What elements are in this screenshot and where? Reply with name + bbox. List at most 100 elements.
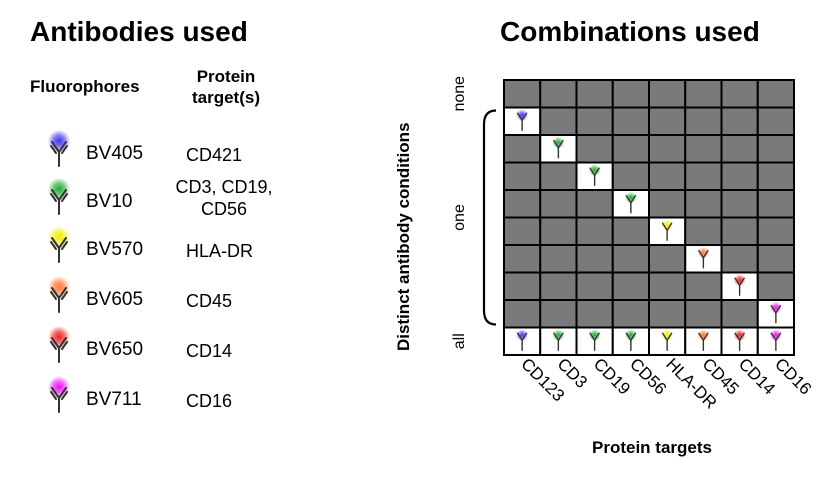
fluorophore-glow-icon (697, 329, 710, 342)
combinations-title: Combinations used (500, 16, 760, 47)
matrix-cell (539, 299, 578, 329)
fluorophore-name: BV10 (86, 191, 133, 212)
fluorophore-glow-icon (588, 329, 601, 342)
matrix-cell (684, 79, 723, 109)
antibody-icon (50, 337, 68, 363)
fluorophore-glow-icon (552, 136, 565, 149)
fluorophore-glow-icon (48, 326, 70, 348)
protein-target-label: HLA-DR (186, 241, 254, 261)
matrix-cell (756, 79, 795, 109)
fluorophore-glow-icon (48, 276, 70, 298)
matrix-cell (756, 106, 795, 136)
row-group-label: all (451, 333, 468, 349)
matrix-cell (539, 106, 578, 136)
antibody-icon (770, 305, 782, 324)
protein-targets-header-line2: target(s) (191, 88, 260, 107)
antibody-icon (734, 277, 745, 296)
matrix-cell (503, 189, 542, 219)
matrix-cell (720, 216, 759, 246)
matrix-cell (503, 79, 542, 109)
matrix-cell (720, 79, 759, 109)
protein-targets-header-line1: Protein (196, 67, 256, 86)
row-group-label: one (451, 204, 468, 231)
fluorophore-glow-icon (48, 376, 70, 398)
antibody-icon (661, 332, 673, 351)
matrix-cell (720, 134, 759, 164)
matrix-cell (684, 161, 723, 191)
matrix-cell (611, 244, 650, 274)
matrix-cell (684, 299, 723, 329)
fluorophore-glow-icon (769, 329, 782, 342)
matrix-cell (684, 216, 723, 246)
fluorophore-name: BV650 (86, 339, 144, 360)
antibody-icon (770, 332, 782, 351)
antibody-icon (589, 167, 600, 186)
matrix-cell (575, 79, 614, 109)
fluorophore-glow-icon (48, 226, 70, 248)
matrix-cell (539, 189, 578, 219)
fluorophore-glow-icon (48, 130, 70, 152)
matrix-cell (575, 299, 614, 329)
y-axis-label: Distinct antibody conditions (394, 122, 413, 351)
matrix-cell (575, 271, 614, 301)
matrix-cell (503, 271, 542, 301)
x-axis-label: Protein targets (592, 438, 712, 457)
matrix-cell (756, 271, 795, 301)
antibody-icon (50, 189, 68, 215)
matrix-cell (756, 244, 795, 274)
matrix-cell (575, 106, 614, 136)
matrix-cell (539, 216, 578, 246)
antibody-icon (625, 195, 637, 214)
fluorophore-glow-icon (516, 109, 529, 122)
protein-targets-column-header: Protein target(s) (176, 66, 276, 108)
matrix-cell (575, 189, 614, 219)
matrix-cell (756, 216, 795, 246)
antibody-icon (734, 332, 745, 351)
antibody-icon (553, 140, 564, 159)
column-label: CD14 (735, 354, 779, 398)
protein-target-label: CD14 (186, 341, 233, 361)
matrix-cell (611, 106, 650, 136)
antibody-icon (589, 332, 600, 351)
fluorophore-glow-icon (624, 191, 637, 204)
matrix-cell (648, 161, 687, 191)
fluorophore-glow-icon (697, 246, 710, 259)
matrix-cell (611, 134, 650, 164)
matrix-cell (756, 161, 795, 191)
matrix-cell (503, 161, 542, 191)
fluorophore-name: BV405 (86, 143, 144, 164)
matrix-cell (611, 216, 650, 246)
matrix-cell (503, 299, 542, 329)
matrix-cell (611, 161, 650, 191)
row-group-label: none (451, 76, 468, 112)
matrix-cell (648, 106, 687, 136)
matrix-cell (720, 161, 759, 191)
protein-target-label: CD45 (186, 291, 233, 311)
fluorophores-column-header: Fluorophores (30, 77, 140, 96)
matrix-cell (539, 161, 578, 191)
matrix-cell (684, 134, 723, 164)
antibody-icon (50, 141, 68, 167)
matrix-cell (539, 79, 578, 109)
matrix-cell (611, 79, 650, 109)
matrix-cell (648, 271, 687, 301)
matrix-cell (503, 216, 542, 246)
matrix-cell (503, 134, 542, 164)
fluorophore-glow-icon (733, 274, 746, 287)
matrix-cell (611, 271, 650, 301)
antibody-icon (553, 332, 564, 351)
matrix-cell (575, 134, 614, 164)
antibody-icon (516, 112, 528, 131)
matrix-cell (684, 271, 723, 301)
matrix-cell (720, 189, 759, 219)
column-label: CD19 (590, 354, 634, 398)
column-label: CD56 (626, 354, 670, 398)
matrix-cell (611, 299, 650, 329)
fluorophore-glow-icon (48, 178, 70, 200)
matrix-cell (503, 244, 542, 274)
antibody-icon (698, 250, 709, 269)
matrix-cell (684, 189, 723, 219)
matrix-cell (684, 106, 723, 136)
fluorophore-name: BV605 (86, 289, 144, 310)
fluorophore-glow-icon (516, 329, 529, 342)
